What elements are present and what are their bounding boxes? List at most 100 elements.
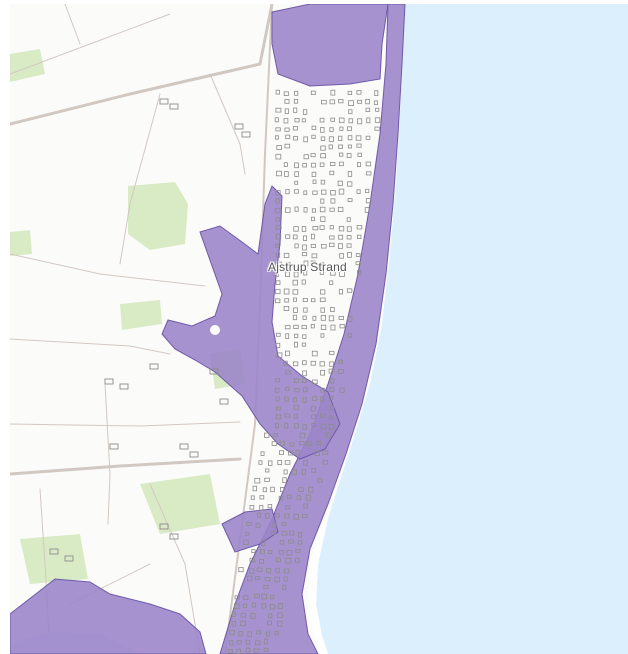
building	[275, 233, 282, 240]
building	[255, 523, 261, 528]
building	[285, 386, 290, 391]
building	[251, 602, 256, 608]
building	[312, 396, 317, 401]
building	[365, 99, 370, 105]
building	[320, 289, 326, 295]
building	[267, 504, 273, 509]
building	[329, 361, 334, 367]
building	[275, 190, 281, 196]
building	[338, 117, 345, 123]
building	[274, 630, 279, 636]
building	[299, 432, 306, 439]
map-canvas[interactable]	[10, 4, 628, 654]
building	[339, 253, 344, 259]
building	[347, 198, 353, 202]
building	[219, 398, 229, 405]
building	[338, 315, 344, 320]
building	[357, 269, 362, 275]
building	[292, 126, 298, 131]
building	[249, 557, 255, 563]
building	[311, 422, 316, 427]
building	[319, 297, 326, 302]
building	[347, 252, 352, 258]
building	[292, 314, 298, 321]
building	[301, 378, 307, 384]
building	[238, 631, 243, 637]
building	[302, 514, 308, 519]
building	[284, 298, 290, 303]
building	[374, 117, 381, 123]
building	[276, 170, 282, 177]
green-area	[140, 474, 220, 534]
building	[338, 99, 344, 104]
building	[347, 181, 353, 187]
building	[330, 89, 336, 96]
building	[286, 550, 293, 556]
building	[285, 370, 291, 375]
building	[249, 568, 255, 574]
building	[320, 153, 327, 159]
building	[275, 198, 280, 204]
building	[295, 557, 300, 564]
building	[303, 269, 308, 276]
local-road	[10, 338, 171, 355]
building	[339, 387, 345, 393]
building	[284, 325, 291, 330]
building	[283, 576, 288, 582]
building	[319, 269, 324, 275]
building	[285, 262, 291, 268]
building	[303, 307, 308, 313]
building	[274, 387, 280, 393]
building	[283, 360, 288, 366]
building	[287, 539, 294, 544]
building	[284, 171, 289, 177]
building	[329, 127, 334, 132]
building	[275, 243, 280, 248]
building	[284, 413, 291, 418]
map-view[interactable]: Ajstrup Strand	[10, 4, 628, 654]
building	[329, 307, 335, 312]
building	[296, 495, 302, 500]
building	[319, 206, 326, 213]
building	[292, 397, 297, 403]
building	[356, 162, 361, 168]
building	[169, 103, 179, 110]
building	[258, 460, 263, 465]
building	[275, 342, 281, 348]
building	[330, 324, 336, 331]
building	[329, 161, 336, 166]
building	[301, 252, 308, 257]
building	[356, 224, 363, 230]
building	[189, 451, 199, 458]
building	[264, 477, 270, 482]
building	[275, 225, 282, 230]
building	[269, 604, 276, 610]
building	[291, 469, 297, 475]
building	[301, 325, 307, 330]
building	[320, 198, 325, 204]
flood-zone-bay	[10, 578, 207, 654]
building	[279, 486, 285, 493]
building	[294, 243, 299, 249]
building	[319, 361, 325, 367]
building	[242, 539, 249, 545]
building	[356, 189, 361, 194]
building	[319, 117, 325, 123]
building	[302, 109, 308, 115]
building	[303, 260, 309, 267]
building	[375, 107, 380, 112]
building	[356, 143, 362, 148]
building	[275, 89, 281, 95]
local-road	[104, 383, 111, 525]
building	[278, 550, 285, 555]
building	[328, 242, 335, 247]
building	[329, 387, 335, 392]
building	[293, 324, 299, 329]
building	[348, 109, 353, 115]
green-area	[10, 230, 32, 256]
building	[265, 468, 270, 473]
building	[303, 190, 308, 195]
building	[346, 235, 352, 240]
building	[245, 639, 250, 645]
building	[302, 315, 307, 320]
